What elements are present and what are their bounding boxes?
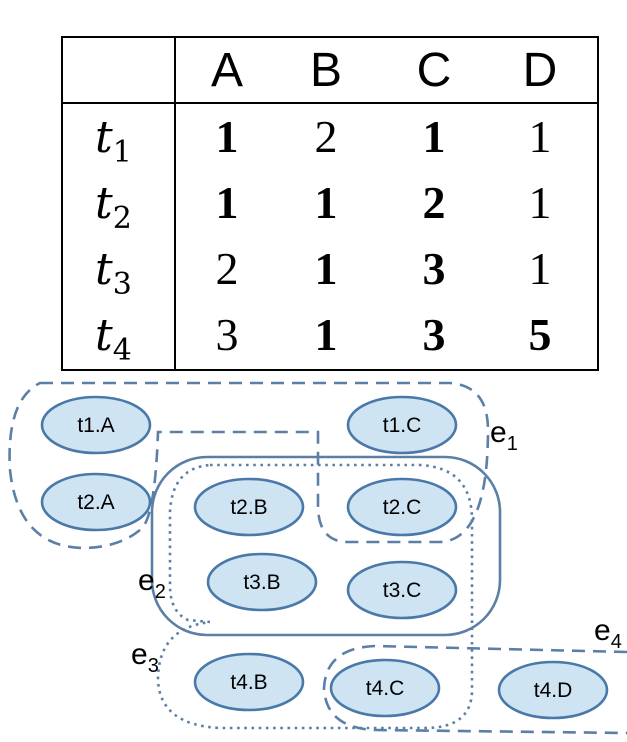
node-t2c-shape: [346, 477, 458, 537]
cell-t3-a: 2: [216, 243, 239, 294]
row-header-t3: t3: [95, 244, 132, 302]
node-t2a-shape: [40, 472, 152, 532]
graph-nodes: t1.A t2.A t1.C t2.B t2.C t3.B: [40, 395, 609, 720]
node-t4b-shape: [193, 652, 305, 712]
node-t1a: t1.A: [40, 395, 152, 455]
table-border: [61, 36, 599, 371]
node-t4d-shape: [497, 660, 609, 720]
column-header-a: A: [211, 44, 243, 97]
hyperedge-e1-outline: [8, 381, 490, 550]
table-column-headers: A B C D: [211, 44, 557, 97]
cell-t2-a: 1: [216, 177, 239, 228]
node-t1c-label: t1.C: [383, 414, 422, 437]
node-t2c-label: t2.C: [383, 496, 422, 519]
hyperedge-e2-outline: [150, 455, 502, 637]
node-t2a: t2.A: [40, 472, 152, 532]
table-row-t2: t2 1 1 2 1: [95, 177, 552, 236]
node-t3b: t3.B: [206, 552, 318, 612]
cell-t1-d: 1: [529, 111, 552, 162]
node-t2b-label: t2.B: [230, 496, 267, 519]
hyperedge-e1-label: e1: [490, 416, 518, 455]
hypergraph: t1.A t2.A t1.C t2.B t2.C t3.B: [8, 381, 627, 735]
node-t4d: t4.D: [497, 660, 609, 720]
node-t4d-label: t4.D: [534, 679, 573, 702]
node-t4b: t4.B: [193, 652, 305, 712]
hyperedge-e3-outline: [156, 463, 474, 730]
node-t3c-shape: [346, 560, 458, 620]
node-t1a-label: t1.A: [77, 414, 114, 437]
node-t2b: t2.B: [193, 477, 305, 537]
cell-t3-c: 3: [423, 243, 446, 294]
node-t4b-label: t4.B: [230, 671, 267, 694]
row-header-t4: t4: [95, 310, 132, 368]
hyperedge-e2-label: e2: [138, 564, 166, 603]
node-t2a-label: t2.A: [77, 491, 114, 514]
node-t3c-label: t3.C: [383, 579, 422, 602]
table-row-t4: t4 3 1 3 5: [95, 309, 552, 368]
cell-t3-d: 1: [529, 243, 552, 294]
table-row-t3: t3 2 1 3 1: [95, 243, 552, 302]
cell-t4-d: 5: [529, 309, 552, 360]
node-t3b-shape: [206, 552, 318, 612]
node-t3c: t3.C: [346, 560, 458, 620]
cell-t2-d: 1: [529, 177, 552, 228]
cell-t1-a: 1: [216, 111, 239, 162]
cell-t4-b: 1: [315, 309, 338, 360]
column-header-d: D: [523, 44, 558, 97]
node-t3b-label: t3.B: [243, 571, 280, 594]
cell-t2-c: 2: [423, 177, 446, 228]
node-t4c: t4.C: [329, 658, 441, 718]
node-t4c-shape: [329, 658, 441, 718]
table-row-t1: t1 1 2 1 1: [95, 111, 552, 170]
node-t1c-shape: [346, 395, 458, 455]
cell-t2-b: 1: [315, 177, 338, 228]
node-t1a-shape: [40, 395, 152, 455]
cell-t1-b: 2: [315, 111, 338, 162]
node-t4c-label: t4.C: [366, 677, 405, 700]
node-t2c: t2.C: [346, 477, 458, 537]
hyperedge-labels: e1 e2 e3 e4: [131, 416, 622, 677]
column-header-b: B: [310, 44, 342, 97]
row-header-t2: t2: [95, 178, 132, 236]
data-table: A B C D t1 1 2 1 1 t2 1 1 2 1 t3 2 1 3 1: [61, 36, 599, 371]
hyperedge-e3: [156, 463, 474, 730]
node-t2b-shape: [193, 477, 305, 537]
hyperedge-e1: [8, 381, 490, 550]
hyperedge-e3-label: e3: [131, 638, 159, 677]
hyperedge-e4-outline: [322, 644, 627, 735]
node-t1c: t1.C: [346, 395, 458, 455]
row-header-t1: t1: [95, 112, 132, 170]
cell-t4-a: 3: [216, 309, 239, 360]
cell-t4-c: 3: [423, 309, 446, 360]
hyperedge-e2: [150, 455, 502, 637]
hyperedge-e4: [322, 644, 627, 735]
column-header-c: C: [417, 44, 452, 97]
cell-t3-b: 1: [315, 243, 338, 294]
cell-t1-c: 1: [423, 111, 446, 162]
hyperedge-e4-label: e4: [594, 614, 622, 653]
